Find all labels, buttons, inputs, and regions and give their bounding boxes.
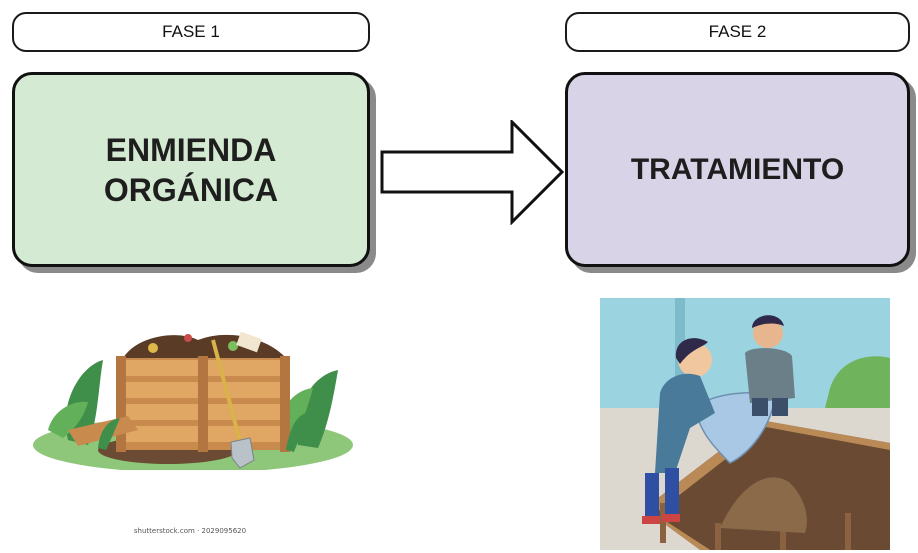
- phase-2-title: TRATAMIENTO: [630, 152, 845, 186]
- phase-1-label-text: FASE 1: [162, 22, 220, 41]
- phase-2-box: TRATAMIENTO: [565, 72, 910, 267]
- right-arrow-icon: [380, 120, 565, 225]
- compost-bin-illustration: [33, 331, 353, 470]
- phase-2-label: FASE 2: [565, 12, 910, 52]
- phase-2-label-text: FASE 2: [708, 22, 767, 41]
- people-filling-garden-bed-illustration: [600, 298, 890, 550]
- phase-1-title: ENMIENDA ORGÁNICA: [103, 131, 279, 208]
- phase-1-box: ENMIENDA ORGÁNICA: [12, 72, 370, 267]
- phase-1-label: FASE 1: [12, 12, 370, 52]
- image-credit: shutterstock.com · 2029095620: [133, 527, 247, 535]
